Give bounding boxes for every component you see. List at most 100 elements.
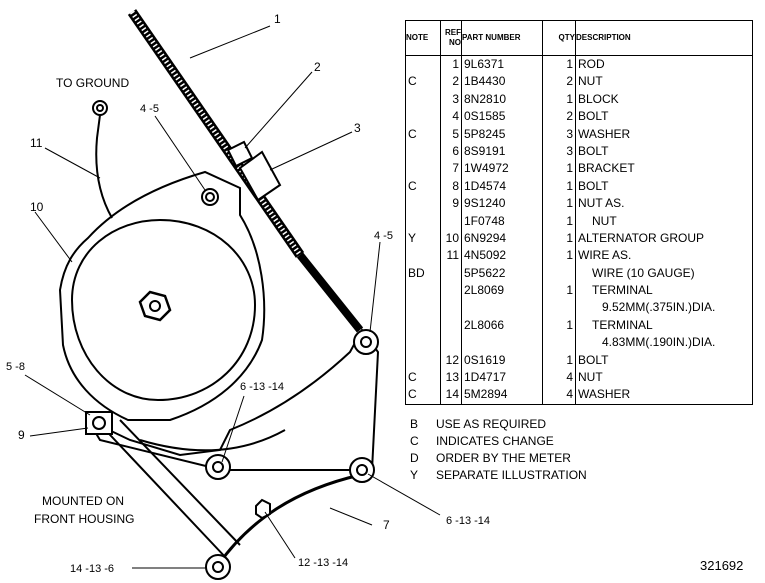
ref-cell: 9	[440, 195, 462, 213]
ref-cell: 12	[440, 351, 462, 370]
legend-text: INDICATES CHANGE	[436, 434, 554, 448]
part-number-cell: 2L8069	[461, 282, 543, 300]
bracket	[85, 328, 380, 471]
description-cell: ROD	[575, 55, 753, 74]
qty-cell: 3	[542, 125, 576, 143]
ref-cell	[440, 334, 462, 352]
qty-cell: 1	[542, 247, 576, 265]
callout-4-5-right: 4 -5	[374, 230, 393, 242]
table-header-row: NOTE REF NO PART NUMBER QTY DESCRIPTION	[405, 20, 753, 56]
qty-cell: 2	[542, 73, 576, 91]
note-cell	[405, 142, 441, 161]
table-row: BD 5P5622 WIRE (10 GAUGE)	[405, 264, 753, 283]
description-cell: NUT	[575, 212, 753, 230]
description-cell: WASHER	[575, 125, 753, 143]
part-number-cell: 1W4972	[461, 160, 543, 178]
ref-cell: 2	[440, 73, 462, 91]
part-number-cell: 1F0748	[461, 212, 543, 230]
note-cell: C	[405, 177, 441, 196]
description-cell: WIRE (10 GAUGE)	[575, 264, 753, 283]
front-housing-label: FRONT HOUSING	[34, 512, 135, 526]
note-cell	[405, 299, 441, 317]
note-cell	[405, 195, 441, 213]
legend-code: B	[410, 417, 419, 431]
ref-cell: 11	[440, 247, 462, 265]
ref-cell	[440, 264, 462, 283]
mounting-link	[95, 419, 241, 561]
part-number-cell: 0S1619	[461, 351, 543, 370]
callout-2: 2	[314, 60, 321, 74]
part-number-cell: 1D4717	[461, 369, 543, 387]
threaded-rod	[127, 9, 364, 333]
part-number-cell: 5P5622	[461, 264, 543, 283]
qty-cell: 1	[542, 55, 576, 74]
to-ground-label: TO GROUND	[56, 76, 130, 90]
legend-row: Y SEPARATE ILLUSTRATION	[410, 467, 587, 484]
drawing-number: 321692	[700, 558, 744, 573]
callout-3: 3	[354, 121, 361, 135]
callout-6-13-14-mid: 6 -13 -14	[240, 381, 285, 393]
bolt-right	[353, 329, 379, 355]
part-number-cell: 5P8245	[461, 125, 543, 143]
note-cell: C	[405, 73, 441, 91]
callout-6-13-14-right: 6 -13 -14	[446, 515, 491, 527]
note-cell	[405, 334, 441, 352]
ref-cell	[440, 299, 462, 317]
ref-cell: 3	[440, 90, 462, 109]
note-cell: BD	[405, 264, 441, 283]
callout-9: 9	[18, 428, 25, 442]
description-cell: TERMINAL	[575, 316, 753, 335]
header-note: NOTE	[405, 20, 441, 56]
note-cell: C	[405, 386, 441, 405]
header-qty: QTY	[542, 20, 576, 56]
callout-4-5-top: 4 -5	[140, 103, 159, 115]
part-number-cell: 1D4574	[461, 177, 543, 196]
legend-code: Y	[410, 468, 419, 482]
header-part-number: PART NUMBER	[461, 20, 543, 56]
description-cell: BOLT	[575, 142, 753, 161]
bolt-left	[85, 411, 113, 435]
note-cell	[405, 316, 441, 335]
legend-text: SEPARATE ILLUSTRATION	[436, 468, 587, 482]
ref-cell: 7	[440, 160, 462, 178]
ref-cell: 5	[440, 125, 462, 143]
ref-cell: 6	[440, 142, 462, 161]
bolt-12	[255, 498, 271, 520]
qty-cell: 3	[542, 142, 576, 161]
part-number-cell: 6N9294	[461, 229, 543, 248]
mounted-on-label: MOUNTED ON	[42, 494, 124, 508]
description-cell: BOLT	[575, 177, 753, 196]
bolt-lower-right	[349, 457, 375, 483]
bolt-lower-mid	[205, 454, 231, 480]
ref-cell: 1	[440, 55, 462, 74]
qty-cell: 4	[542, 386, 576, 405]
part-number-cell: 9S1240	[461, 195, 543, 213]
note-cell	[405, 90, 441, 109]
ref-cell: 4	[440, 108, 462, 126]
header-description: DESCRIPTION	[575, 20, 753, 56]
ground-wire	[92, 100, 113, 219]
part-number-cell: 8S9191	[461, 142, 543, 161]
description-cell: BOLT	[575, 351, 753, 370]
part-number-cell: 1B4430	[461, 73, 543, 91]
description-cell: ALTERNATOR GROUP	[575, 229, 753, 248]
note-cell: Y	[405, 229, 441, 248]
description-cell: NUT	[575, 369, 753, 387]
note-cell	[405, 212, 441, 230]
note-cell: C	[405, 125, 441, 143]
callout-5-8: 5 -8	[6, 361, 25, 373]
description-cell: 4.83MM(.190IN.)DIA.	[575, 334, 753, 352]
